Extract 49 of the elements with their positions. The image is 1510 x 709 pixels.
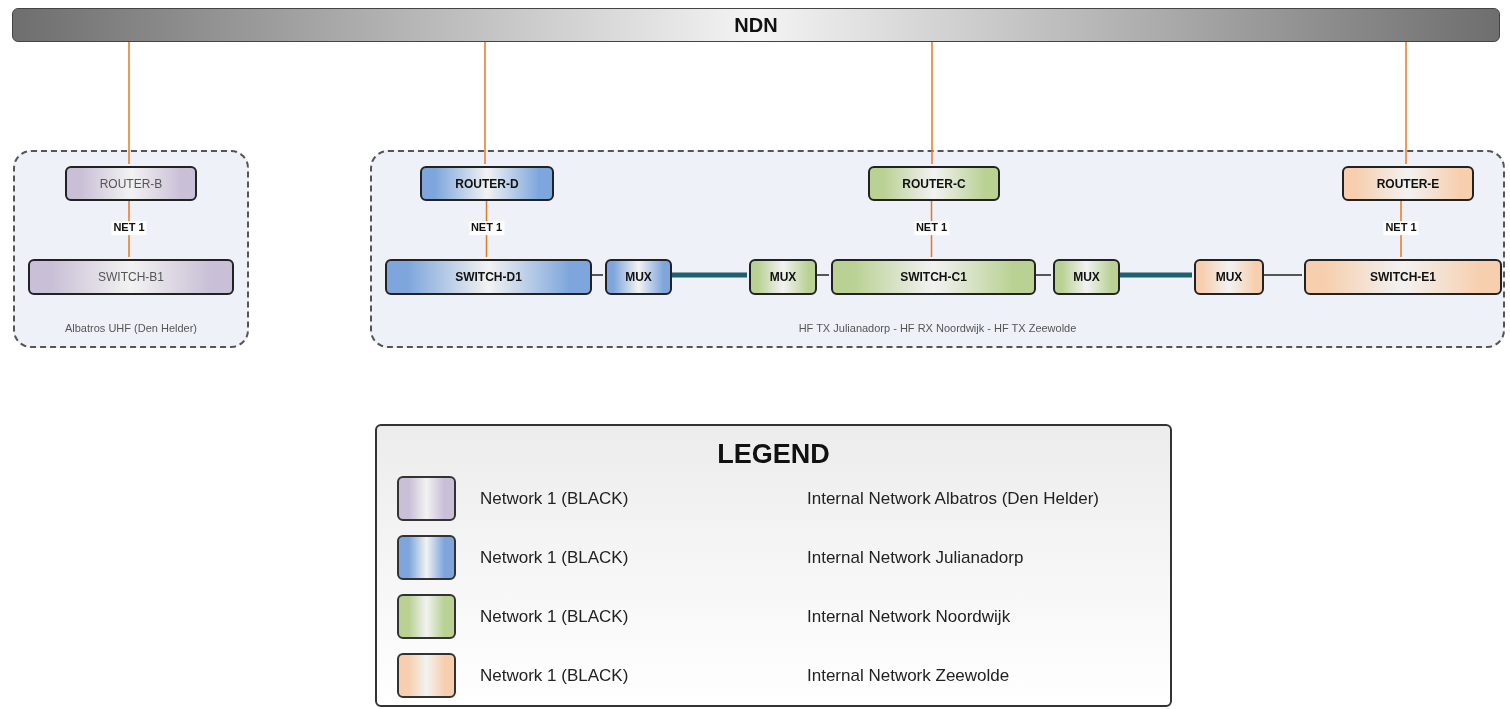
network-link (128, 41, 130, 165)
mux-box (749, 259, 817, 295)
edge-label: NET 1 (1383, 221, 1419, 235)
network-link (931, 41, 933, 165)
mux-box (1194, 259, 1264, 295)
device-label: ROUTER-D (455, 175, 519, 193)
device-label: SWITCH-C1 (900, 269, 967, 286)
edge-label: NET 1 (468, 221, 505, 235)
router-box (1342, 166, 1474, 201)
mux-box (605, 259, 672, 295)
mux-box (1053, 259, 1120, 295)
legend-description: Internal Network Zeewolde (807, 664, 1010, 687)
edge-label: NET 1 (111, 221, 147, 235)
device-label: ROUTER-E (1376, 175, 1440, 193)
device-label: ROUTER-C (902, 175, 966, 193)
switch-box (385, 259, 592, 295)
router-box (420, 166, 554, 201)
switch-box (28, 259, 234, 295)
legend-text: Network 1 (BLACK) (480, 664, 630, 687)
switch-box (831, 259, 1036, 295)
device-label: SWITCH-D1 (455, 269, 522, 286)
site-caption: HF TX Julianadorp - HF RX Noordwijk - HF TX Zeewolde (797, 320, 1078, 336)
network-name: NDN (734, 13, 778, 38)
device-label: MUX (625, 269, 652, 286)
network-link (1405, 41, 1407, 165)
network-link (670, 272, 747, 278)
site-group-panel (370, 150, 1505, 348)
network-link (484, 41, 486, 165)
device-label: SWITCH-E1 (1370, 269, 1436, 286)
device-label: MUX (769, 269, 797, 286)
edge-label: NET 1 (913, 221, 950, 235)
legend-description: Internal Network Noordwijk (807, 605, 1011, 628)
device-label: SWITCH-B1 (98, 269, 164, 286)
device-label: ROUTER-B (99, 175, 163, 193)
router-box (868, 166, 1000, 201)
router-box (65, 166, 197, 201)
device-label: MUX (1215, 269, 1243, 286)
network-backbone-bar (12, 8, 1500, 42)
site-group-panel (13, 150, 249, 348)
legend-title: LEGEND (717, 438, 830, 471)
switch-box (1304, 259, 1502, 295)
legend-description: Internal Network Albatros (Den Helder) (807, 487, 1099, 510)
legend-text: Network 1 (BLACK) (480, 605, 630, 628)
legend-text: Network 1 (BLACK) (480, 546, 630, 569)
network-link (1118, 272, 1192, 278)
legend-text: Network 1 (BLACK) (480, 487, 630, 510)
site-caption: Albatros UHF (Den Helder) (63, 320, 198, 336)
legend-description: Internal Network Julianadorp (807, 546, 1024, 569)
device-label: MUX (1073, 269, 1100, 286)
